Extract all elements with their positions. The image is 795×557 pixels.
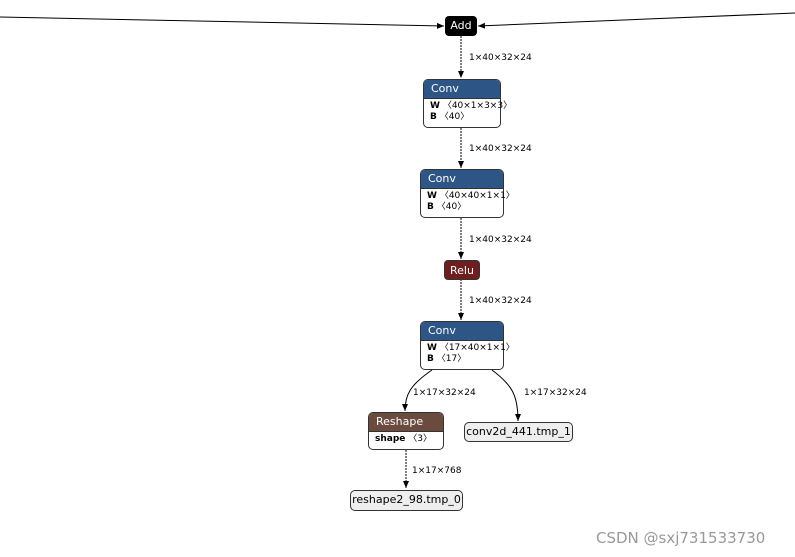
attr-name: B — [427, 354, 434, 364]
edge-label: 1×17×768 — [412, 466, 462, 476]
node-reshape[interactable]: Reshape shape 〈3〉 — [368, 412, 444, 450]
attr-name: B — [427, 202, 434, 212]
node-header: Conv — [424, 80, 500, 99]
attr-value: 〈40〉 — [439, 112, 470, 122]
node-header: Conv — [421, 322, 503, 341]
attr-name: B — [430, 112, 437, 122]
attr-value: 〈40×40×1×1〉 — [439, 191, 515, 201]
edge-label: 1×40×32×24 — [469, 53, 532, 63]
edge-input-right — [477, 12, 795, 29]
node-conv1[interactable]: Conv W 〈40×1×3×3〉 B 〈40〉 — [423, 79, 512, 128]
edge-conv3-reshape — [402, 369, 433, 412]
watermark: CSDN @sxj731533730 — [596, 529, 766, 547]
edge-label: 1×40×32×24 — [469, 296, 532, 306]
node-conv3[interactable]: Conv W 〈17×40×1×1〉 B 〈17〉 — [420, 321, 515, 370]
attr-value: 〈3〉 — [408, 434, 432, 444]
node-add[interactable]: Add — [445, 16, 477, 36]
node-header: Conv — [421, 170, 503, 189]
output-conv2d-441[interactable]: conv2d_441.tmp_1 — [464, 422, 573, 442]
edge-input-left — [0, 16, 445, 29]
edge-conv3-out — [491, 369, 521, 422]
output-reshape2-98[interactable]: reshape2_98.tmp_0 — [350, 490, 463, 511]
attr-value: 〈17〉 — [436, 354, 467, 364]
node-relu[interactable]: Relu — [444, 260, 480, 280]
attr-value: 〈40〉 — [436, 202, 467, 212]
attr-name: W — [427, 343, 437, 353]
node-header: Reshape — [369, 413, 443, 432]
node-conv2[interactable]: Conv W 〈40×40×1×1〉 B 〈40〉 — [420, 169, 515, 218]
attr-value: 〈17×40×1×1〉 — [439, 343, 515, 353]
attr-name: shape — [375, 434, 406, 444]
edge-label: 1×17×32×24 — [524, 388, 587, 398]
attr-name: W — [430, 101, 440, 111]
attr-value: 〈40×1×3×3〉 — [442, 101, 513, 111]
attr-name: W — [427, 191, 437, 201]
edge-label: 1×40×32×24 — [469, 235, 532, 245]
edge-label: 1×17×32×24 — [413, 388, 476, 398]
edge-label: 1×40×32×24 — [469, 144, 532, 154]
